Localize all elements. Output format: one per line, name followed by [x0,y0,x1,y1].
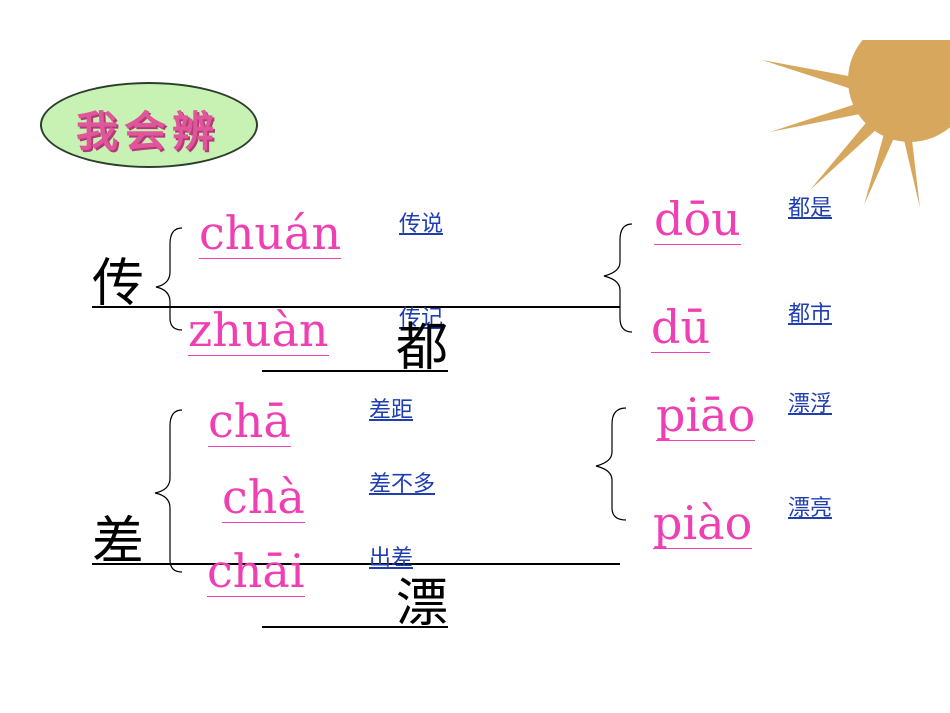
brace-piao [595,407,627,521]
sun-ray [770,100,870,132]
char-cha: 差 [92,512,145,572]
title-ellipse [40,82,258,168]
word-link-chuanshuo[interactable]: 传说 [399,212,444,237]
divider-line [92,563,620,565]
page-title: 我会辨 [76,107,221,156]
pinyin-cha4: chà [222,470,305,524]
word-link-chaju[interactable]: 差距 [369,398,414,423]
pinyin-dou: dōu [654,192,741,246]
brace-cha [154,409,183,573]
char-piao: 漂 [396,574,449,634]
word-link-dushi[interactable]: 都市 [788,302,833,327]
word-link-piaoliang[interactable]: 漂亮 [788,496,833,521]
char-dou: 都 [396,318,449,378]
pinyin-du: dū [651,300,711,354]
brace-dou [603,223,633,333]
divider-line [262,370,448,372]
word-link-piaofu[interactable]: 漂浮 [788,392,833,417]
word-link-doushi[interactable]: 都是 [788,196,833,221]
pinyin-piao4: piào [653,496,753,550]
sun-ray [762,60,870,95]
brace-chuan [155,227,183,331]
sun-icon [848,40,950,142]
sun-ray [864,134,894,205]
word-link-zhuanji[interactable]: 传记 [399,306,444,331]
sun-decoration [762,40,950,208]
sun-ray [904,140,920,208]
pinyin-chai: chāi [207,544,305,598]
divider-line [262,626,448,628]
pinyin-piao1: piāo [656,388,756,442]
divider-line [92,306,620,308]
char-chuan: 传 [92,254,145,314]
word-link-chabuduo[interactable]: 差不多 [369,472,436,497]
pinyin-chuan: chuán [199,206,342,260]
pinyin-cha1: chā [208,394,291,448]
word-link-chuchai[interactable]: 出差 [369,546,414,571]
sun-ray [810,118,878,190]
pinyin-zhuan: zhuàn [188,303,329,357]
